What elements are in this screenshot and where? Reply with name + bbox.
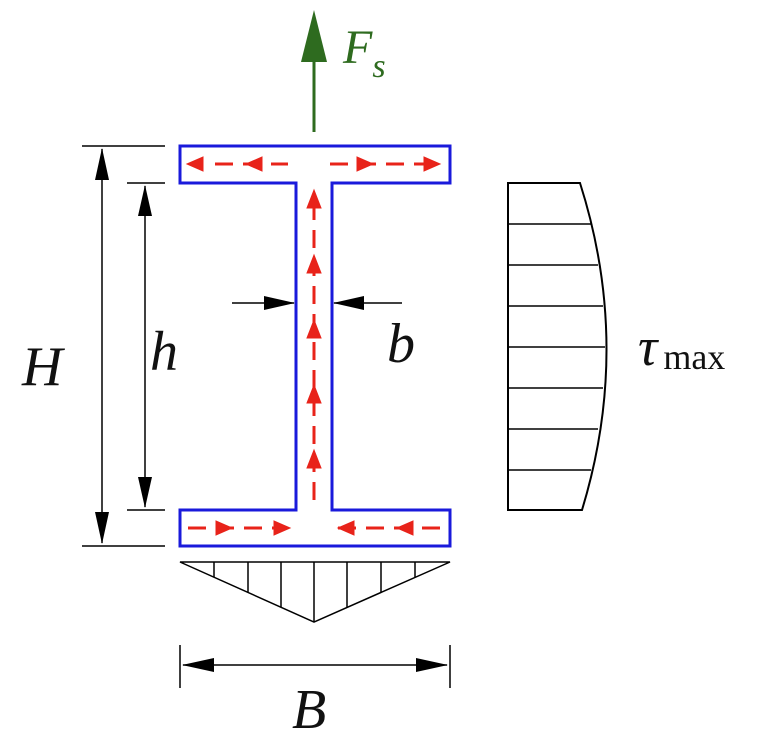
dimension-b: [232, 296, 402, 310]
top-flange-left-arrows: [185, 156, 288, 172]
label-H: H: [21, 336, 65, 398]
shear-flow-arrows: [185, 156, 442, 536]
web-shear-distribution: [507, 182, 608, 511]
label-B: B: [292, 679, 326, 736]
dimension-h: [127, 182, 165, 511]
force-label: Fs: [342, 21, 386, 85]
label-b: b: [387, 313, 415, 375]
flange-shear-distribution: [179, 561, 451, 623]
dimension-H: [82, 145, 165, 547]
label-h: h: [150, 321, 178, 383]
web-arrows: [306, 188, 322, 500]
dimension-B: [179, 645, 451, 688]
bottom-flange-left-arrows: [188, 520, 292, 536]
top-flange-right-arrows: [330, 156, 442, 172]
force-arrow-icon: [301, 10, 327, 132]
bottom-flange-right-arrows: [336, 520, 442, 536]
